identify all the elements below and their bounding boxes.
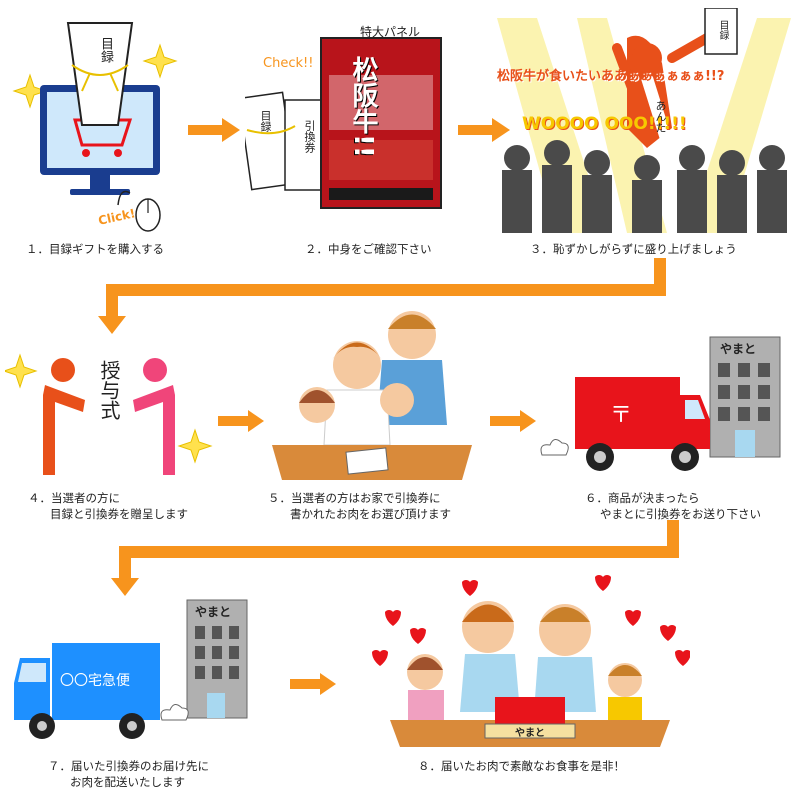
step-6-caption: ６．商品が決まったら やまとに引換券をお送り下さい xyxy=(585,490,761,522)
panel-title: 特大パネル xyxy=(360,25,421,39)
box-label: やまと xyxy=(515,728,545,739)
connector-arrow-1 xyxy=(92,258,672,338)
illustration-happy-meal: やまと xyxy=(370,572,691,747)
illustration-family-choose xyxy=(272,305,472,480)
step-7-caption-line1: ７．届いた引換券のお届け先に xyxy=(48,759,209,773)
step-8-caption: ８．届いたお肉で素敵なお食事を是非！ xyxy=(418,759,625,773)
mokuroku-label-3: 目録 xyxy=(717,20,728,40)
sash-text: あんた xyxy=(654,100,667,133)
step-5-caption-line2: 書かれたお肉をお選び頂けます xyxy=(290,507,451,521)
illustration-post-truck: やまと 〒 xyxy=(540,335,785,480)
illustration-delivery-truck: やまと 〇〇宅急便 xyxy=(12,598,252,743)
arrow-right-5 xyxy=(290,673,336,699)
arrow-right-4 xyxy=(490,410,536,436)
arrow-right-3 xyxy=(218,410,264,436)
step-2-caption: ２．中身をご確認下さい xyxy=(305,242,432,256)
wooo-text: WOOOO OOO!!!!! xyxy=(522,114,687,134)
arrow-right-2 xyxy=(458,118,510,146)
illustration-cheering: 松阪牛が食いたいああぁぁぁぁぁぁ!!? WOOOO OOO!!!!! あんた 目… xyxy=(497,7,791,233)
postal-mark: 〒 xyxy=(610,403,633,428)
step-1-caption: １．目録ギフトを購入する xyxy=(26,242,164,256)
step-6-caption-line1: ６．商品が決まったら xyxy=(585,491,700,505)
delivery-label: 〇〇宅急便 xyxy=(60,673,130,689)
ceremony-text: 授与式 xyxy=(97,360,121,420)
step-5-caption: ５．当選者の方はお家で引換券に 書かれたお肉をお選び頂けます xyxy=(268,490,451,522)
yamato-label: やまと xyxy=(720,342,757,356)
connector-arrow-2 xyxy=(105,520,685,600)
check-label: Check!! xyxy=(263,56,314,71)
step-4-caption-line2: 目録と引換券を贈呈します xyxy=(50,507,188,521)
step-4-caption-line1: ４．当選者の方に xyxy=(28,491,120,505)
step-6-caption-line2: やまとに引換券をお送り下さい xyxy=(600,507,761,521)
mokuroku-label-2: 目録 xyxy=(259,110,272,132)
illustration-buy-gift: 目録 Click! xyxy=(10,15,185,235)
panel-text: 松阪牛!! xyxy=(348,56,378,158)
step-7-caption-line2: お肉を配送いたします xyxy=(70,775,185,789)
illustration-ceremony: 授与式 xyxy=(2,340,220,480)
step-7-caption: ７．届いた引換券のお届け先に お肉を配送いたします xyxy=(48,758,209,790)
hikikaeken-label: 引換券 xyxy=(303,120,316,153)
step-4-caption: ４．当選者の方に 目録と引換券を贈呈します xyxy=(28,490,188,522)
step-5-caption-line1: ５．当選者の方はお家で引換券に xyxy=(268,491,441,505)
step-3-caption: ３．恥ずかしがらずに盛り上げましょう xyxy=(530,242,737,256)
illustration-check-contents: Check!! 特大パネル 目録 引換券 松阪牛!! xyxy=(238,20,445,235)
yamato-label-2: やまと xyxy=(195,605,232,619)
shout-text: 松阪牛が食いたいああぁぁぁぁぁぁ!!? xyxy=(497,69,725,84)
mokuroku-label: 目録 xyxy=(98,37,113,63)
arrow-right-1 xyxy=(188,118,240,146)
